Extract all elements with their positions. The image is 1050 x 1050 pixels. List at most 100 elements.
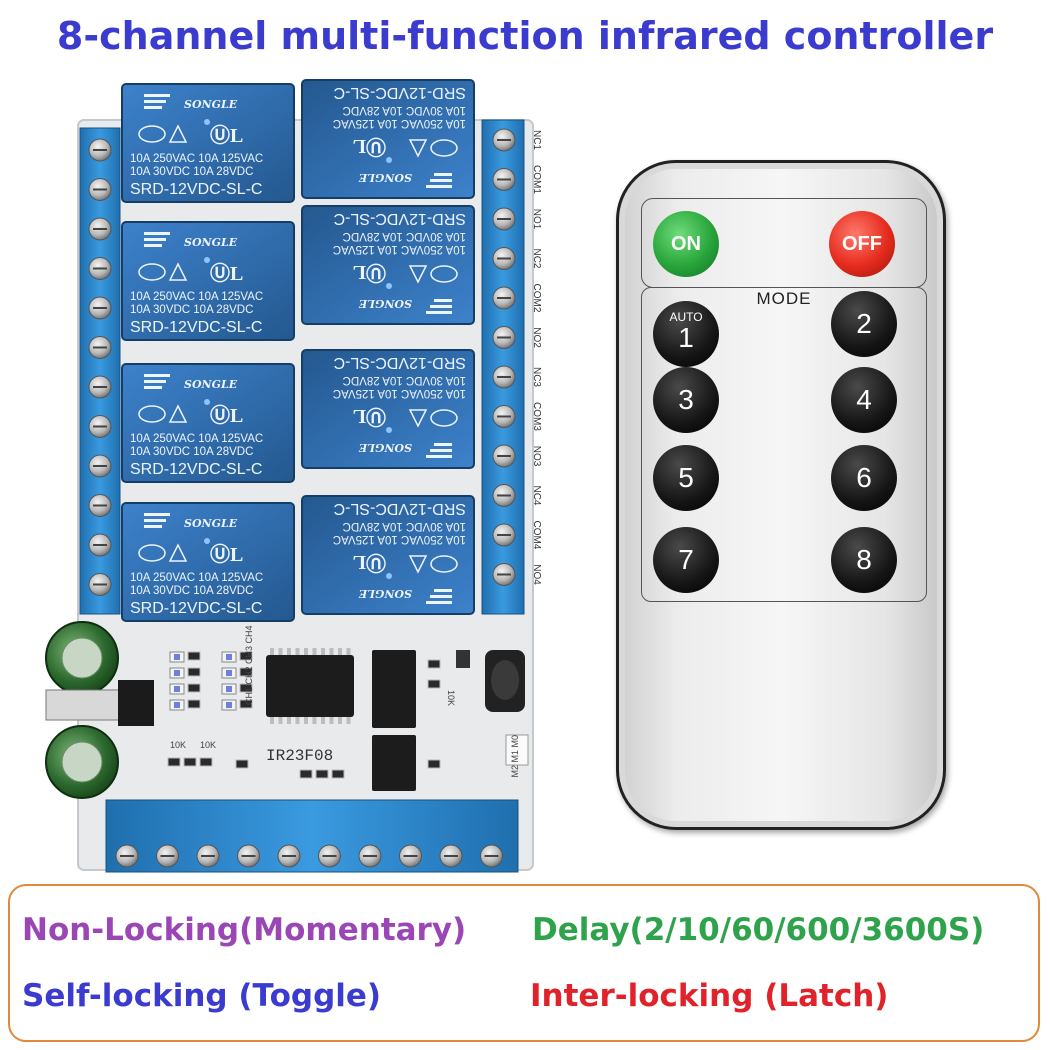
remote-button-6[interactable]: 6 (831, 445, 897, 511)
left-terminal-screw (88, 217, 112, 241)
feature-self-locking: Self-locking (Toggle) (22, 978, 382, 1014)
ul-mark: ⓊL (210, 262, 243, 285)
remote-button-3[interactable]: 3 (653, 367, 719, 433)
relay-rating-2: 10A 30VDC 10A 28VDC (130, 304, 253, 316)
terminal-label: NC2 (531, 248, 542, 268)
right-terminal-screw (492, 168, 516, 191)
remote-button-8-label: 8 (856, 544, 872, 575)
smd-resistor (299, 769, 313, 779)
smd-resistor (199, 757, 213, 767)
remote-button-8[interactable]: 8 (831, 527, 897, 593)
mode-label: MODE (756, 289, 812, 308)
ic-driver-1 (372, 650, 416, 728)
terminal-label: NC4 (531, 485, 542, 505)
smd-resistor (331, 769, 345, 779)
relay-brand: SONGLE (184, 98, 238, 111)
right-terminal-screw (492, 207, 516, 231)
bottom-terminal-screw (439, 844, 463, 868)
left-terminal-block (79, 127, 121, 615)
remote-button-6-label: 6 (856, 462, 872, 493)
left-terminal-screw (88, 375, 112, 399)
relay-model: SRD-12VDC-SL-C (130, 600, 262, 617)
terminal-label: NC1 (531, 130, 542, 150)
relay-model: SRD-12VDC-SL-C (130, 319, 262, 336)
terminal-label: COM3 (531, 402, 542, 431)
relay-brand: SONGLE (184, 517, 238, 530)
relay-rating-1: 10A 250VAC 10A 125VAC (130, 433, 263, 445)
on-button[interactable]: ON (653, 211, 719, 277)
smd-resistor (239, 699, 253, 709)
right-terminal-screw (492, 286, 516, 310)
remote-button-2[interactable]: 2 (831, 291, 897, 357)
feature-box: Non-Locking(Momentary) Delay(2/10/60/600… (8, 884, 1040, 1042)
remote-button-7-label: 7 (678, 544, 694, 575)
bottom-terminal-screw (156, 844, 179, 868)
smd-resistor (187, 699, 201, 709)
relay-brand: SONGLE (358, 441, 412, 454)
smd-resistor (239, 683, 253, 693)
capacitor-1 (45, 621, 119, 695)
remote-button-4[interactable]: 4 (831, 367, 897, 433)
remote-button-1[interactable]: AUTO 1 (653, 301, 719, 367)
off-button[interactable]: OFF (829, 211, 895, 277)
bottom-terminal-screw (277, 844, 301, 868)
remote-button-5[interactable]: 5 (653, 445, 719, 511)
bottom-terminal-screw (399, 844, 422, 868)
smd-resistor (187, 683, 201, 693)
mode-pins-label: M2 M1 M0 (510, 735, 520, 778)
right-terminal-screw (492, 365, 516, 389)
relay-rating-2: 10A 30VDC 10A 28VDC (130, 446, 253, 458)
feature-non-locking: Non-Locking(Momentary) (22, 912, 467, 948)
left-terminal-screw (88, 178, 112, 201)
left-terminal-screw (88, 573, 112, 596)
resistor-label-2: 10K (200, 740, 216, 750)
smd-resistor (183, 757, 197, 767)
remote-button-7[interactable]: 7 (653, 527, 719, 593)
ir-receiver (485, 650, 525, 712)
right-terminal-screw (492, 444, 516, 468)
ul-mark: ⓊL (353, 551, 386, 574)
smd-components (167, 650, 529, 779)
ul-mark: ⓊL (210, 543, 243, 566)
relay-rating-2: 10A 30VDC 10A 28VDC (130, 166, 253, 178)
remote-button-2-label: 2 (856, 308, 872, 339)
relay-rating-1: 10A 250VAC 10A 125VAC (130, 153, 263, 165)
right-terminal-screw (492, 247, 516, 270)
ic-driver-2 (372, 735, 416, 791)
relay-rating-1: 10A 250VAC 10A 125VAC (130, 291, 263, 303)
relay-model: SRD-12VDC-SL-C (334, 210, 466, 227)
chip-label: IR23F08 (266, 747, 333, 765)
relay-rating-1: 10A 250VAC 10A 125VAC (333, 243, 466, 255)
relay-rating-1: 10A 250VAC 10A 125VAC (333, 387, 466, 399)
smd-resistor (427, 679, 441, 689)
left-terminal-screw (88, 494, 112, 517)
ul-mark: ⓊL (353, 261, 386, 284)
relay-rating-2: 10A 30VDC 10A 28VDC (343, 374, 466, 386)
remote-button-3-label: 3 (678, 384, 694, 415)
remote-button-4-label: 4 (856, 384, 872, 415)
smd-resistor (427, 659, 441, 669)
right-terminal-screw (492, 326, 516, 349)
smd-resistor (167, 757, 181, 767)
terminal-label: COM1 (531, 165, 542, 194)
relay-brand: SONGLE (358, 297, 412, 310)
ul-mark: ⓊL (353, 135, 386, 158)
relay-rating-2: 10A 30VDC 10A 28VDC (343, 230, 466, 242)
capacitor-2 (45, 725, 119, 799)
bottom-terminal-screw (115, 844, 139, 868)
terminal-label: NO1 (531, 209, 542, 230)
auto-label: AUTO (669, 310, 703, 324)
mode-jumper (505, 734, 529, 766)
right-terminal-screw (492, 523, 516, 547)
relay-brand: SONGLE (358, 171, 412, 184)
right-terminal-screw (492, 405, 516, 428)
smd-resistor (427, 759, 441, 769)
smd-resistor (239, 667, 253, 677)
smd-diode (456, 650, 470, 668)
